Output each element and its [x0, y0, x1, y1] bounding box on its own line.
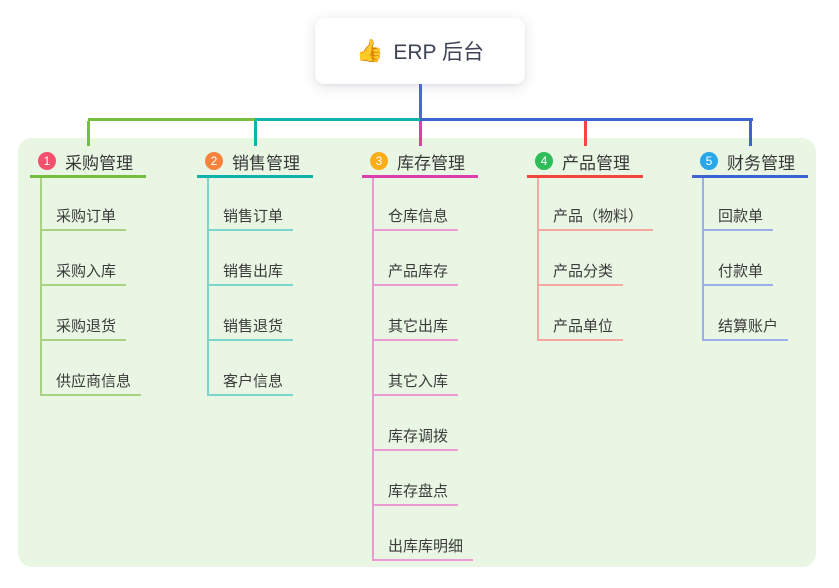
branch-number-badge: 1	[38, 152, 56, 170]
child-node[interactable]: 产品库存	[372, 256, 459, 286]
child-node-label: 采购退货	[56, 317, 117, 335]
branch-title-label: 采购管理	[65, 153, 133, 173]
child-node[interactable]: 付款单	[702, 256, 774, 286]
child-node[interactable]: 供应商信息	[40, 366, 142, 396]
branch-title-label: 财务管理	[727, 153, 795, 173]
child-node-label: 产品（物料）	[553, 207, 644, 225]
child-node-label: 库存盘点	[388, 482, 449, 500]
child-node-label: 其它出库	[388, 317, 449, 335]
child-node-label: 销售退货	[223, 317, 284, 335]
child-node[interactable]: 产品单位	[537, 311, 624, 341]
child-node[interactable]: 销售订单	[207, 201, 294, 231]
child-node[interactable]: 库存盘点	[372, 476, 459, 506]
child-node-label: 其它入库	[388, 372, 449, 390]
branch-underline	[692, 175, 808, 178]
thumbs-up-icon: 👍	[355, 38, 384, 63]
child-node[interactable]: 采购订单	[40, 201, 127, 231]
branch-number-badge: 3	[370, 152, 388, 170]
child-node[interactable]: 仓库信息	[372, 201, 459, 231]
branch-underline	[30, 175, 146, 178]
branch-number-badge: 4	[535, 152, 553, 170]
branch-underline	[197, 175, 313, 178]
branch-node-4[interactable]: 4 产品管理	[535, 150, 630, 173]
child-node[interactable]: 回款单	[702, 201, 774, 231]
branches-panel	[18, 138, 816, 567]
branch-underline	[527, 175, 643, 178]
child-node[interactable]: 出库库明细	[372, 531, 474, 561]
branch-title-label: 库存管理	[397, 153, 465, 173]
branch-node-2[interactable]: 2 销售管理	[205, 150, 300, 173]
child-node-label: 采购订单	[56, 207, 117, 225]
child-node[interactable]: 产品分类	[537, 256, 624, 286]
child-node[interactable]: 采购入库	[40, 256, 127, 286]
child-node-label: 产品库存	[388, 262, 449, 280]
child-node-label: 库存调拨	[388, 427, 449, 445]
root-node-label: ERP 后台	[393, 41, 485, 64]
child-node[interactable]: 采购退货	[40, 311, 127, 341]
rail-segment-2	[255, 118, 420, 121]
rail-segment-1	[88, 118, 255, 121]
child-node-label: 客户信息	[223, 372, 284, 390]
child-node-label: 采购入库	[56, 262, 117, 280]
branch-number-badge: 2	[205, 152, 223, 170]
child-node[interactable]: 其它入库	[372, 366, 459, 396]
branch-drop-line	[583, 121, 587, 146]
branch-children-connector	[537, 178, 539, 341]
branch-node-5[interactable]: 5 财务管理	[700, 150, 795, 173]
child-node-label: 供应商信息	[56, 372, 132, 390]
child-node[interactable]: 其它出库	[372, 311, 459, 341]
child-node[interactable]: 结算账户	[702, 311, 789, 341]
rail-segment-3	[420, 118, 753, 121]
branch-underline	[362, 175, 478, 178]
child-node[interactable]: 库存调拨	[372, 421, 459, 451]
branch-title-label: 销售管理	[232, 153, 300, 173]
child-node[interactable]: 销售出库	[207, 256, 294, 286]
child-node-label: 产品分类	[553, 262, 614, 280]
child-node-label: 出库库明细	[388, 537, 464, 555]
child-node-label: 结算账户	[718, 317, 779, 335]
branch-drop-line	[418, 121, 422, 146]
branch-drop-line	[86, 121, 90, 146]
branch-title-label: 产品管理	[562, 153, 630, 173]
child-node-label: 仓库信息	[388, 207, 449, 225]
branch-children-connector	[702, 178, 704, 341]
branch-drop-line	[748, 121, 752, 146]
child-node-label: 销售出库	[223, 262, 284, 280]
child-node[interactable]: 销售退货	[207, 311, 294, 341]
branch-number-badge: 5	[700, 152, 718, 170]
child-node-label: 回款单	[718, 207, 764, 225]
branch-children-connector	[207, 178, 209, 396]
root-node-erp[interactable]: 👍 ERP 后台	[315, 18, 525, 84]
root-stem-line	[418, 84, 422, 121]
branch-drop-line	[253, 121, 257, 146]
branch-node-1[interactable]: 1 采购管理	[38, 150, 133, 173]
branch-node-3[interactable]: 3 库存管理	[370, 150, 465, 173]
branch-children-connector	[40, 178, 42, 396]
child-node[interactable]: 客户信息	[207, 366, 294, 396]
child-node-label: 产品单位	[553, 317, 614, 335]
child-node-label: 销售订单	[223, 207, 284, 225]
child-node[interactable]: 产品（物料）	[537, 201, 654, 231]
branch-children-connector	[372, 178, 374, 561]
child-node-label: 付款单	[718, 262, 764, 280]
